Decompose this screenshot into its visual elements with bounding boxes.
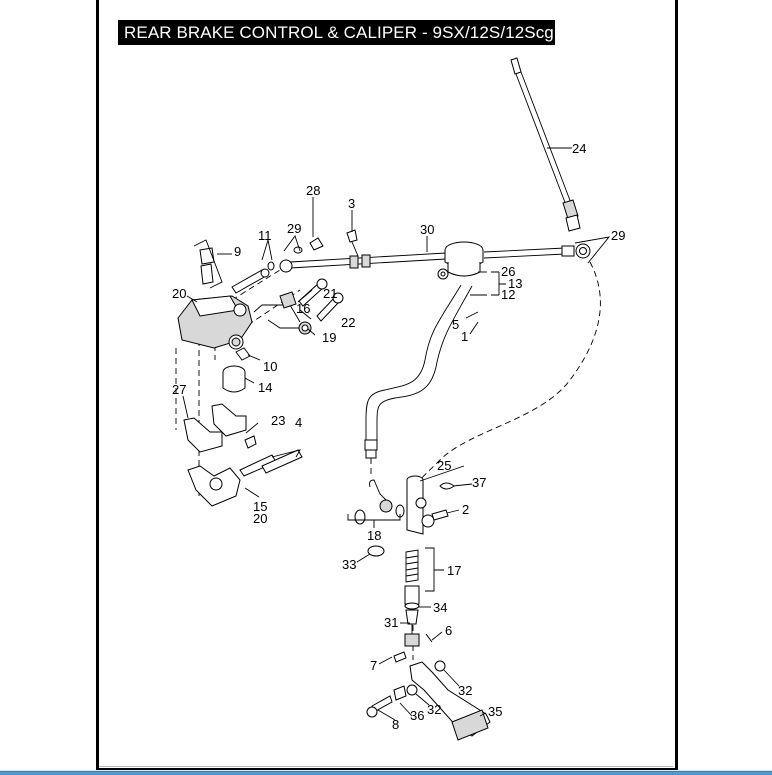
callout-10: 10 <box>263 359 277 374</box>
page-title: REAR BRAKE CONTROL & CALIPER - 9SX/12S/1… <box>118 20 555 45</box>
callout-17: 17 <box>447 563 461 578</box>
callout-2: 2 <box>462 502 469 517</box>
callout-23: 23 <box>271 413 285 428</box>
callout-5: 5 <box>452 317 459 332</box>
callout-12: 12 <box>501 287 515 302</box>
caliper-20 <box>177 239 253 350</box>
callout-35: 35 <box>488 704 502 719</box>
callout-37: 37 <box>472 475 486 490</box>
callout-8: 8 <box>392 717 399 732</box>
callout-9: 9 <box>234 244 241 259</box>
callout-3: 3 <box>348 196 355 211</box>
brake-pads-27 <box>183 403 303 507</box>
callout-34: 34 <box>433 600 447 615</box>
diagram-frame <box>96 0 678 771</box>
callout-6: 6 <box>445 623 452 638</box>
callout-36: 36 <box>410 708 424 723</box>
bolts <box>231 229 359 322</box>
callout-20b: 20 <box>253 511 267 526</box>
callout-27: 27 <box>172 382 186 397</box>
bushings-pins <box>222 291 312 393</box>
callout-18: 18 <box>367 528 381 543</box>
callout-14: 14 <box>258 380 272 395</box>
callout-19: 19 <box>322 330 336 345</box>
callout-33: 33 <box>342 557 356 572</box>
callout-15: 15 <box>253 499 267 514</box>
reservoir-hose-12 <box>364 284 473 478</box>
callout-30: 30 <box>420 222 434 237</box>
callout-22: 22 <box>341 315 355 330</box>
callout-29a: 29 <box>287 221 301 236</box>
brake-pedal-35 <box>366 660 491 741</box>
callout-20a: 20 <box>172 286 186 301</box>
callout-7: 7 <box>370 658 377 673</box>
callout-labels: 24 29 30 3 28 29 11 9 26 13 12 5 1 20 21… <box>172 141 625 732</box>
frame-shadow <box>99 766 673 767</box>
callout-32b: 32 <box>427 702 441 717</box>
callout-24: 24 <box>572 141 586 156</box>
master-cylinder <box>354 475 455 663</box>
callout-16: 16 <box>296 301 310 316</box>
callout-28: 28 <box>306 183 320 198</box>
callout-13: 13 <box>508 276 522 291</box>
callout-29b: 29 <box>611 228 625 243</box>
reservoir-13 <box>437 241 484 280</box>
brake-hose-30 <box>279 243 591 273</box>
callout-26: 26 <box>501 264 515 279</box>
leader-lines <box>182 147 611 721</box>
callout-21: 21 <box>323 286 337 301</box>
callout-31: 31 <box>384 615 398 630</box>
bottom-border-strip <box>0 770 772 775</box>
callout-1: 1 <box>461 329 468 344</box>
brake-line-24 <box>510 57 581 232</box>
callout-11: 11 <box>258 228 272 243</box>
callout-32a: 32 <box>458 683 472 698</box>
callout-4: 4 <box>295 415 302 430</box>
callout-25: 25 <box>437 458 451 473</box>
